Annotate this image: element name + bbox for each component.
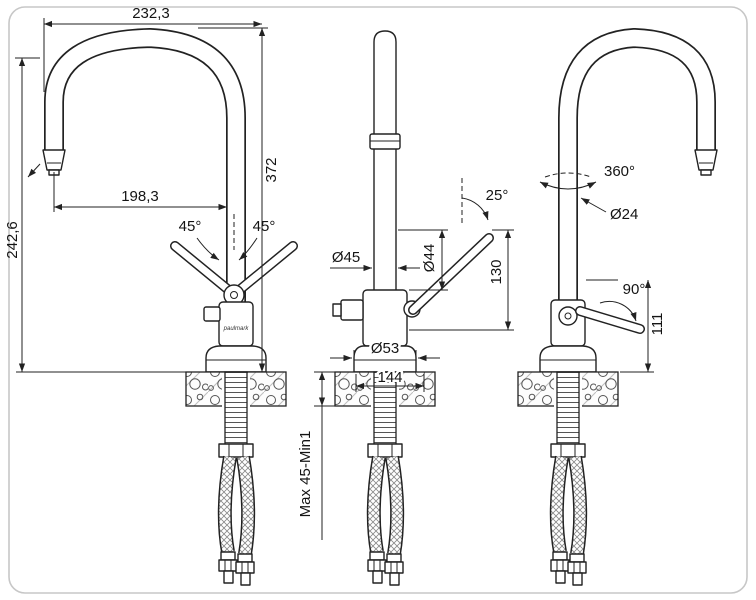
spout-aerator-right xyxy=(694,149,718,171)
lever-pivot xyxy=(558,306,578,326)
valve-body-front xyxy=(362,289,408,347)
riser-pipe xyxy=(373,30,397,293)
view-side-left: paulmark 232,3 372 198,3 242,6 45° 45° xyxy=(4,5,298,585)
dim-spout-reach-label: 198,3 xyxy=(121,188,159,205)
dim-swivel-angle-label: 360° xyxy=(604,163,635,180)
under-counter-assembly xyxy=(186,372,286,585)
under-counter-assembly xyxy=(335,372,435,585)
view-front: 25° Ø45 Ø44 130 Ø53 144 M xyxy=(297,30,514,585)
base-flange-right xyxy=(539,345,597,373)
faucet-silhouette-front xyxy=(333,30,494,585)
dim-lever-length-label: 130 xyxy=(488,259,505,284)
side-outlet xyxy=(203,306,221,322)
dimensions-front: 25° Ø45 Ø44 130 Ø53 144 M xyxy=(297,178,514,540)
lever-swing-arrow xyxy=(599,300,637,322)
swivel-rotation-arrow xyxy=(539,181,597,190)
dim-handle-angle-left-label: 45° xyxy=(179,218,202,235)
water-flow-arrow xyxy=(27,163,41,178)
dim-handle-angle-right-label: 45° xyxy=(253,218,276,235)
dim-base-width-label: 144 xyxy=(377,369,402,386)
dimensions-right: 360° Ø24 90° 111 xyxy=(539,163,666,373)
dim-housing-diameter-label: Ø44 xyxy=(421,244,438,272)
base-flange xyxy=(205,345,267,373)
dim-spout-height-label: 242,6 xyxy=(4,221,21,259)
dim-overall-width-label: 232,3 xyxy=(132,5,170,22)
drawing-border xyxy=(8,6,748,594)
dimensions-left: 232,3 372 198,3 242,6 45° 45° xyxy=(4,5,280,373)
under-counter-assembly xyxy=(518,372,618,585)
spout-aerator xyxy=(42,149,66,171)
dim-body-diameter-label: Ø45 xyxy=(332,249,360,266)
brand-logo-text: paulmark xyxy=(223,326,250,332)
faucet-silhouette-right xyxy=(518,27,718,585)
dim-spout-diameter-label: Ø24 xyxy=(610,206,638,223)
dim-counter-thickness-label: Max 45-Min1 xyxy=(297,431,314,518)
view-side-right: 360° Ø24 90° 111 xyxy=(518,27,718,585)
valve-body xyxy=(218,301,254,347)
dim-body-height-label: 111 xyxy=(649,313,666,336)
dim-base-diameter-label: Ø53 xyxy=(371,340,399,357)
dim-lever-swing-label: 90° xyxy=(623,281,646,298)
side-outlet-front xyxy=(340,299,364,321)
faucet-silhouette-left: paulmark xyxy=(27,27,298,585)
dim-lever-angle-label: 25° xyxy=(486,187,509,204)
dim-overall-height-label: 372 xyxy=(263,157,280,182)
